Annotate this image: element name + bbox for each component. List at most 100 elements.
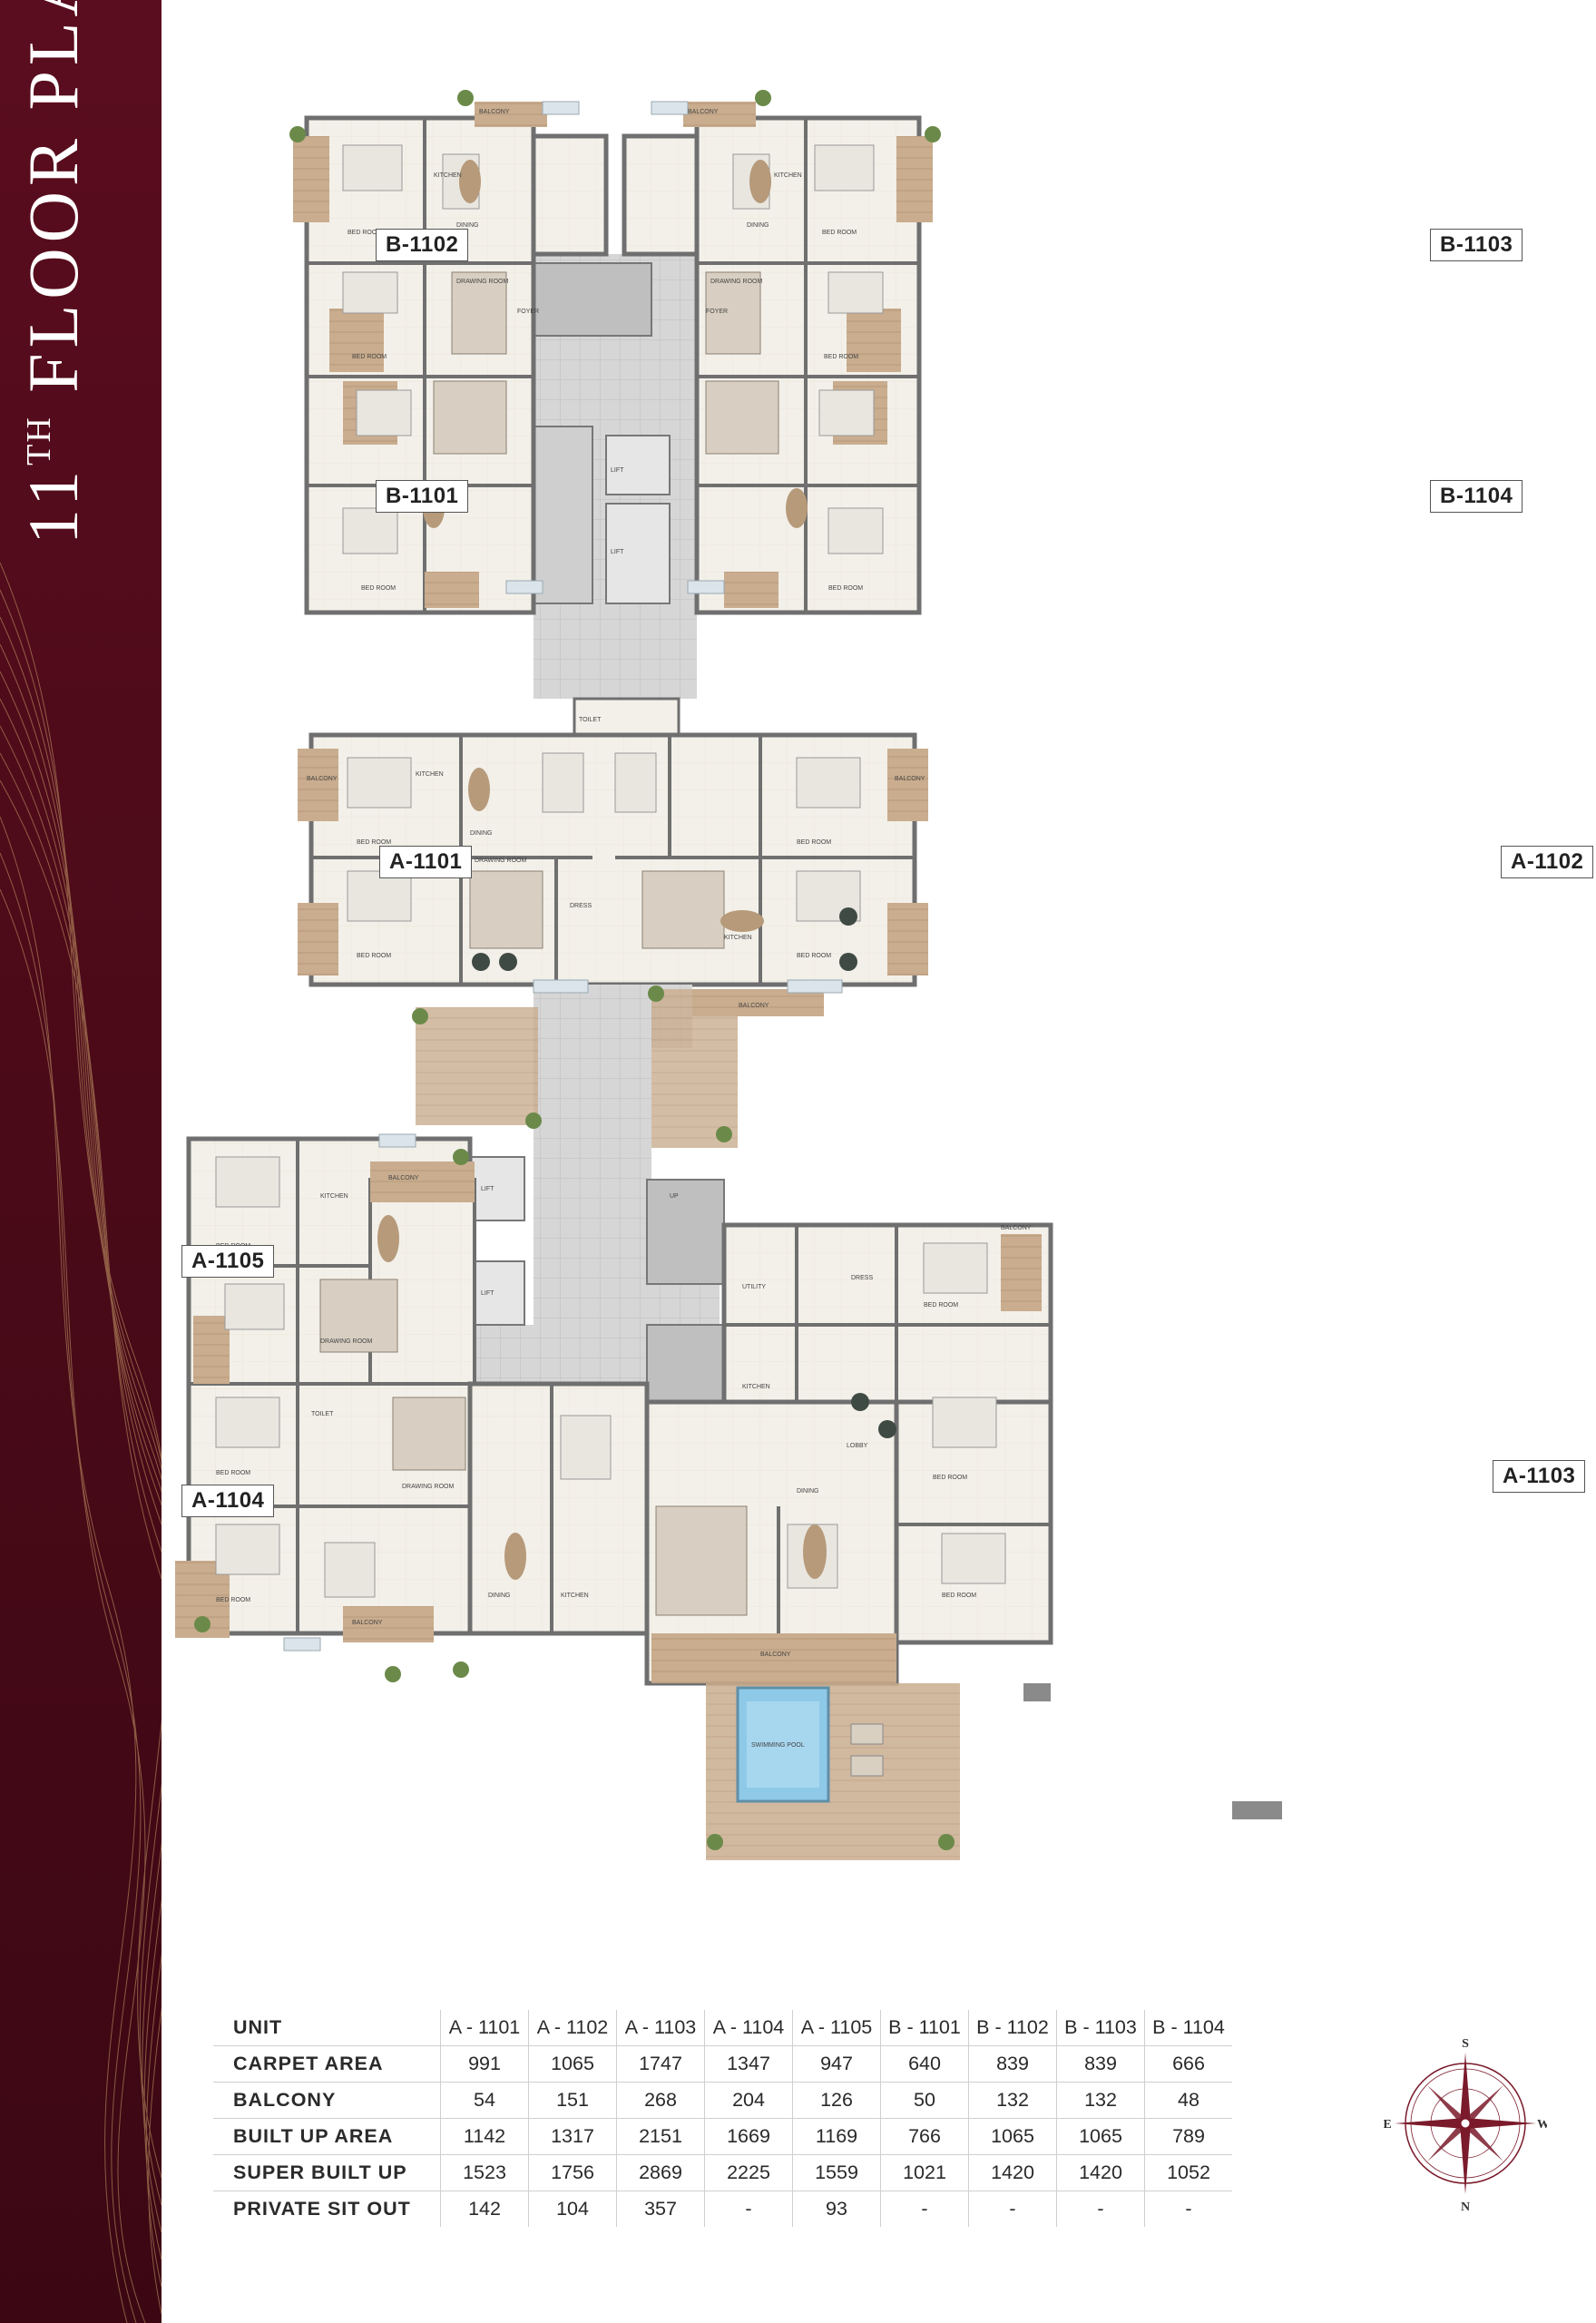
svg-text:LIFT: LIFT	[481, 1186, 494, 1192]
table-cell: 54	[440, 2082, 529, 2119]
svg-text:FOYER: FOYER	[517, 309, 539, 315]
table-cell: 104	[528, 2191, 617, 2227]
table-col-header: A - 1103	[616, 2010, 705, 2046]
table-cell: 93	[792, 2191, 881, 2227]
unit-label-b1102: B-1102	[376, 229, 469, 261]
svg-text:DINING: DINING	[797, 1488, 819, 1495]
table-cell: -	[880, 2191, 969, 2227]
svg-text:BED ROOM: BED ROOM	[797, 839, 831, 846]
svg-text:BED ROOM: BED ROOM	[822, 230, 857, 236]
svg-text:BED ROOM: BED ROOM	[924, 1302, 958, 1309]
table-cell: 132	[968, 2082, 1057, 2119]
table-header-unit: UNIT	[213, 2010, 441, 2046]
svg-text:DINING: DINING	[456, 222, 479, 229]
table-cell: 839	[1056, 2045, 1145, 2083]
svg-text:KITCHEN: KITCHEN	[561, 1593, 589, 1599]
table-cell: 1065	[968, 2118, 1057, 2155]
table-row: PRIVATE SIT OUT 142 104 357 - 93 - - - -	[213, 2191, 1232, 2227]
compass-rose-icon: S N E W	[1384, 2037, 1547, 2214]
table-cell: 666	[1144, 2045, 1232, 2083]
table-cell: 132	[1056, 2082, 1145, 2119]
svg-text:DRESS: DRESS	[851, 1275, 873, 1281]
table-cell: 1420	[968, 2154, 1057, 2191]
svg-text:BED ROOM: BED ROOM	[216, 1470, 250, 1476]
svg-text:KITCHEN: KITCHEN	[320, 1193, 348, 1200]
table-cell: 1169	[792, 2118, 881, 2155]
svg-text:BALCONY: BALCONY	[479, 109, 510, 115]
table-col-header: B - 1102	[968, 2010, 1057, 2046]
unit-label-b1101: B-1101	[376, 480, 469, 513]
svg-text:BALCONY: BALCONY	[1001, 1225, 1032, 1231]
table-cell: 126	[792, 2082, 881, 2119]
a-bottom-left-block: BED ROOM BED ROOM BED ROOM DRAWING ROOM …	[175, 1136, 650, 1682]
svg-text:BED ROOM: BED ROOM	[824, 354, 858, 360]
compass-e-label: E	[1384, 2118, 1392, 2132]
table-cell: 1317	[528, 2118, 617, 2155]
svg-text:BED ROOM: BED ROOM	[828, 585, 863, 592]
unit-label-a1102: A-1102	[1501, 846, 1594, 878]
compass-s-label: S	[1462, 2037, 1469, 2051]
table-cell: 1756	[528, 2154, 617, 2191]
b-lift-1	[605, 435, 671, 495]
svg-text:BED ROOM: BED ROOM	[352, 354, 387, 360]
svg-text:KITCHEN: KITCHEN	[724, 935, 752, 941]
table-cell: 2869	[616, 2154, 705, 2191]
floor-plan: BED ROOM BED ROOM BED ROOM BED ROOM DRAW…	[162, 0, 1596, 1924]
svg-text:LIFT: LIFT	[611, 549, 624, 555]
table-row-label: BALCONY	[213, 2082, 441, 2119]
table-cell: -	[1056, 2191, 1145, 2227]
table-cell: 1523	[440, 2154, 529, 2191]
svg-text:DRAWING ROOM: DRAWING ROOM	[402, 1484, 454, 1490]
table-cell: 1669	[704, 2118, 793, 2155]
compass-w-label: W	[1537, 2118, 1547, 2132]
table-cell: 151	[528, 2082, 617, 2119]
table-col-header: B - 1103	[1056, 2010, 1145, 2046]
table-cell: 1747	[616, 2045, 705, 2083]
table-cell: 50	[880, 2082, 969, 2119]
table-cell: 2151	[616, 2118, 705, 2155]
a-bottom-right-block: UTILITY KITCHEN DRESS BED ROOM BED ROOM …	[644, 1222, 1282, 1860]
svg-text:BED ROOM: BED ROOM	[933, 1475, 967, 1481]
svg-text:KITCHEN: KITCHEN	[742, 1384, 770, 1390]
table-cell: 357	[616, 2191, 705, 2227]
table-col-header: A - 1101	[440, 2010, 529, 2046]
table-col-header: B - 1104	[1144, 2010, 1232, 2046]
svg-text:LIFT: LIFT	[481, 1290, 494, 1297]
svg-text:BED ROOM: BED ROOM	[361, 585, 396, 592]
a-middle-block: BED ROOM BED ROOM BED ROOM BED ROOM DRAW…	[298, 697, 928, 1048]
table-row: BALCONY 54 151 268 204 126 50 132 132 48	[213, 2082, 1232, 2119]
table-cell: 947	[792, 2045, 881, 2083]
svg-text:LOBBY: LOBBY	[847, 1443, 868, 1449]
table-cell: 789	[1144, 2118, 1232, 2155]
compass-n-label: N	[1461, 2200, 1470, 2214]
table-cell: 48	[1144, 2082, 1232, 2119]
table-cell: 766	[880, 2118, 969, 2155]
table-cell: 2225	[704, 2154, 793, 2191]
table-cell: 839	[968, 2045, 1057, 2083]
svg-text:BALCONY: BALCONY	[352, 1620, 383, 1626]
table-row: SUPER BUILT UP 1523 1756 2869 2225 1559 …	[213, 2154, 1232, 2191]
table-row-label: BUILT UP AREA	[213, 2118, 441, 2155]
table-cell: 1347	[704, 2045, 793, 2083]
table-cell: 1052	[1144, 2154, 1232, 2191]
table-cell: 991	[440, 2045, 529, 2083]
b-lift-2	[605, 503, 671, 604]
table-row: BUILT UP AREA 1142 1317 2151 1669 1169 7…	[213, 2118, 1232, 2155]
svg-text:DRAWING ROOM: DRAWING ROOM	[475, 858, 526, 864]
table-cell: 1065	[1056, 2118, 1145, 2155]
decorative-waves	[0, 562, 162, 2323]
svg-text:BED ROOM: BED ROOM	[216, 1597, 250, 1603]
table-cell: 204	[704, 2082, 793, 2119]
svg-text:BALCONY: BALCONY	[388, 1175, 419, 1181]
svg-text:BED ROOM: BED ROOM	[797, 953, 831, 959]
svg-text:LIFT: LIFT	[611, 467, 624, 474]
table-cell: 640	[880, 2045, 969, 2083]
svg-text:FOYER: FOYER	[706, 309, 728, 315]
b-stair-upper	[533, 262, 652, 337]
table-col-header: A - 1102	[528, 2010, 617, 2046]
unit-label-a1103: A-1103	[1493, 1460, 1586, 1493]
svg-text:SWIMMING POOL: SWIMMING POOL	[751, 1742, 805, 1749]
svg-text:BED ROOM: BED ROOM	[942, 1593, 976, 1599]
table-cell: 1420	[1056, 2154, 1145, 2191]
unit-label-b1104: B-1104	[1430, 480, 1523, 513]
